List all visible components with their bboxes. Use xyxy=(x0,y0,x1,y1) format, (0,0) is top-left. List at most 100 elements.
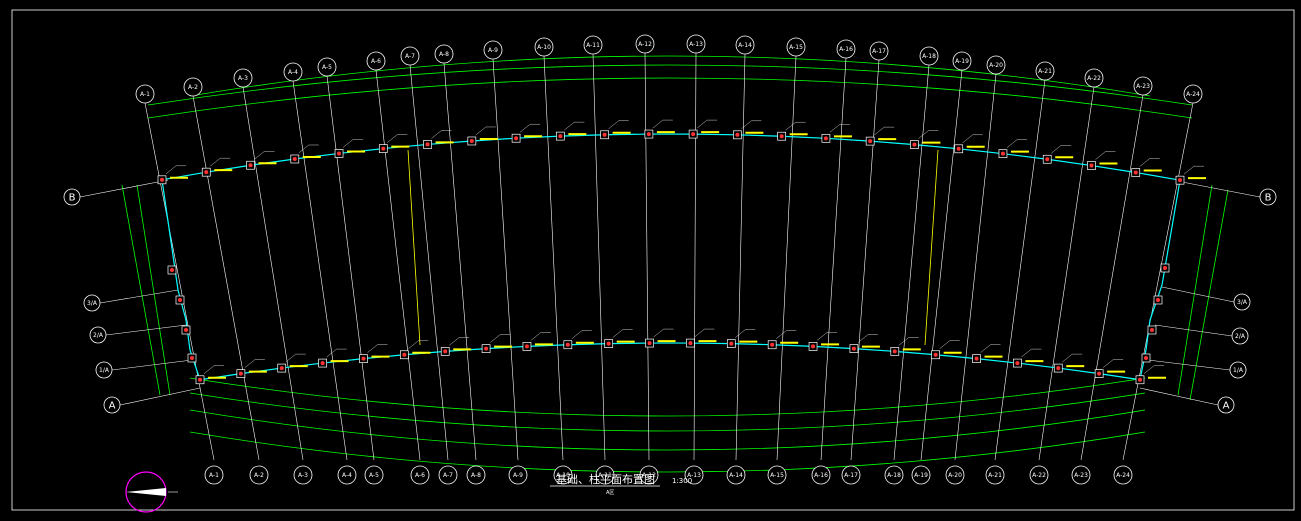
grid-line-A-11 xyxy=(592,53,606,461)
grid-line-left xyxy=(111,359,193,371)
column-marker xyxy=(1094,359,1126,378)
dim-arc-top-1 xyxy=(147,77,1193,119)
column-marker xyxy=(1087,151,1118,170)
column-marker xyxy=(157,165,188,185)
grid-line-A-2 xyxy=(192,95,260,461)
svg-text:A-21: A-21 xyxy=(988,472,1002,479)
axis-bubble-bottom: A-11 xyxy=(595,465,615,485)
axis-bubble-bottom: A-16 xyxy=(811,465,831,485)
svg-text:A-2: A-2 xyxy=(188,84,198,91)
axis-bubble-top: A-14 xyxy=(735,35,755,55)
svg-text:A-9: A-9 xyxy=(488,47,498,54)
column-marker xyxy=(1135,365,1166,385)
beam-upper xyxy=(161,133,1181,181)
column-marker-end xyxy=(167,265,177,275)
svg-text:A-24: A-24 xyxy=(1116,472,1130,479)
axis-bubble-right: 1/A xyxy=(1229,361,1247,379)
column-marker-end xyxy=(187,353,197,363)
axis-bubble-bottom: A-7 xyxy=(438,465,458,485)
svg-text:A-20: A-20 xyxy=(989,62,1003,69)
axis-bubble-top: A-21 xyxy=(1035,61,1055,81)
dim-arc-top-2 xyxy=(147,64,1193,106)
axis-bubble-bottom: A-22 xyxy=(1029,465,1049,485)
axis-bubble-top: A-15 xyxy=(786,37,806,57)
grid-line-A-4 xyxy=(292,80,348,461)
svg-text:1/A: 1/A xyxy=(1233,367,1244,374)
column-marker xyxy=(733,120,764,140)
axis-bubble-top: A-12 xyxy=(635,34,655,54)
column-marker xyxy=(277,353,308,373)
drawing-scale: 1:300 xyxy=(672,477,692,485)
column-marker xyxy=(511,124,543,143)
svg-text:A-13: A-13 xyxy=(687,472,701,479)
svg-text:A-15: A-15 xyxy=(770,472,784,479)
svg-text:A-23: A-23 xyxy=(1136,83,1150,90)
column-marker xyxy=(555,121,587,141)
column-marker xyxy=(236,359,267,378)
column-marker xyxy=(954,134,985,154)
axis-bubble-bottom: A-15 xyxy=(767,465,787,485)
grid-line-A-12 xyxy=(644,52,650,461)
dim-arc-bottom-3 xyxy=(189,409,1146,451)
column-marker xyxy=(318,348,349,368)
column-marker xyxy=(686,328,717,348)
column-marker xyxy=(399,340,431,360)
grid-line-A-20 xyxy=(954,73,997,461)
svg-text:2/A: 2/A xyxy=(93,332,104,339)
axis-bubble-top: A-11 xyxy=(583,35,603,55)
column-marker xyxy=(423,130,454,149)
dim-arc-top-3 xyxy=(189,55,1151,97)
beam-lower xyxy=(199,342,1141,381)
svg-text:B: B xyxy=(1265,193,1272,204)
svg-text:A-2: A-2 xyxy=(254,472,264,479)
drawing-subtitle: A区 xyxy=(606,490,614,496)
grid-line-left xyxy=(119,387,201,406)
column-marker-end xyxy=(181,325,191,335)
column-marker xyxy=(378,134,410,153)
yellow-guide-left xyxy=(407,149,421,346)
drawing-title: 基础、柱平面布置图 xyxy=(556,472,655,486)
grid-line-A-8 xyxy=(443,62,477,461)
svg-text:A-21: A-21 xyxy=(1038,68,1052,75)
svg-text:2/A: 2/A xyxy=(1235,333,1246,340)
svg-text:A-8: A-8 xyxy=(439,51,449,58)
column-marker-end xyxy=(1160,263,1170,273)
grid-line-A-13 xyxy=(693,52,697,461)
axis-bubble-bottom: A-21 xyxy=(985,465,1005,485)
axis-bubble-bottom: A-14 xyxy=(726,465,746,485)
grid-line-left xyxy=(79,179,169,198)
dim-arc-bottom-4 xyxy=(189,431,1146,473)
axis-bubble-bottom: A-19 xyxy=(911,465,931,485)
svg-text:A-3: A-3 xyxy=(298,472,308,479)
svg-text:A-16: A-16 xyxy=(814,472,828,479)
axis-bubble-bottom: A-1 xyxy=(204,465,224,485)
axis-bubble-top: A-3 xyxy=(233,68,253,88)
dim-arc-bottom-2 xyxy=(189,392,1146,432)
axis-bubble-bottom: A-3 xyxy=(293,465,313,485)
grid-line-right xyxy=(1139,387,1219,406)
column-marker xyxy=(688,119,720,139)
column-markers xyxy=(157,119,1206,385)
axis-bubble-bottom: A-24 xyxy=(1113,465,1133,485)
axis-bubbles: A-1A-1A-2A-2A-3A-3A-4A-4A-5A-5A-6A-6A-7A… xyxy=(63,34,1277,485)
svg-text:A-22: A-22 xyxy=(1032,472,1046,479)
axis-bubble-right: 3/A xyxy=(1233,293,1251,311)
axis-bubble-left: 3/A xyxy=(83,294,101,312)
beam-lines xyxy=(161,133,1181,381)
axis-bubble-top: A-9 xyxy=(483,40,503,60)
column-marker xyxy=(290,144,321,164)
column-marker xyxy=(195,365,226,385)
axis-bubble-right: B xyxy=(1259,188,1277,206)
axis-bubble-bottom: A-6 xyxy=(410,465,430,485)
grid-line-A-10 xyxy=(543,55,564,461)
grid-line-left xyxy=(99,289,179,304)
column-marker-end xyxy=(175,295,185,305)
axis-bubble-top: A-24 xyxy=(1183,84,1203,104)
dim-arc-bottom-1 xyxy=(189,377,1146,417)
svg-text:3/A: 3/A xyxy=(1237,299,1248,306)
column-marker xyxy=(440,337,472,356)
axis-bubble-bottom: A-18 xyxy=(884,465,904,485)
svg-text:A-19: A-19 xyxy=(955,58,969,65)
axis-bubble-right: 2/A xyxy=(1231,327,1249,345)
axis-bubble-top: A-4 xyxy=(283,62,303,82)
